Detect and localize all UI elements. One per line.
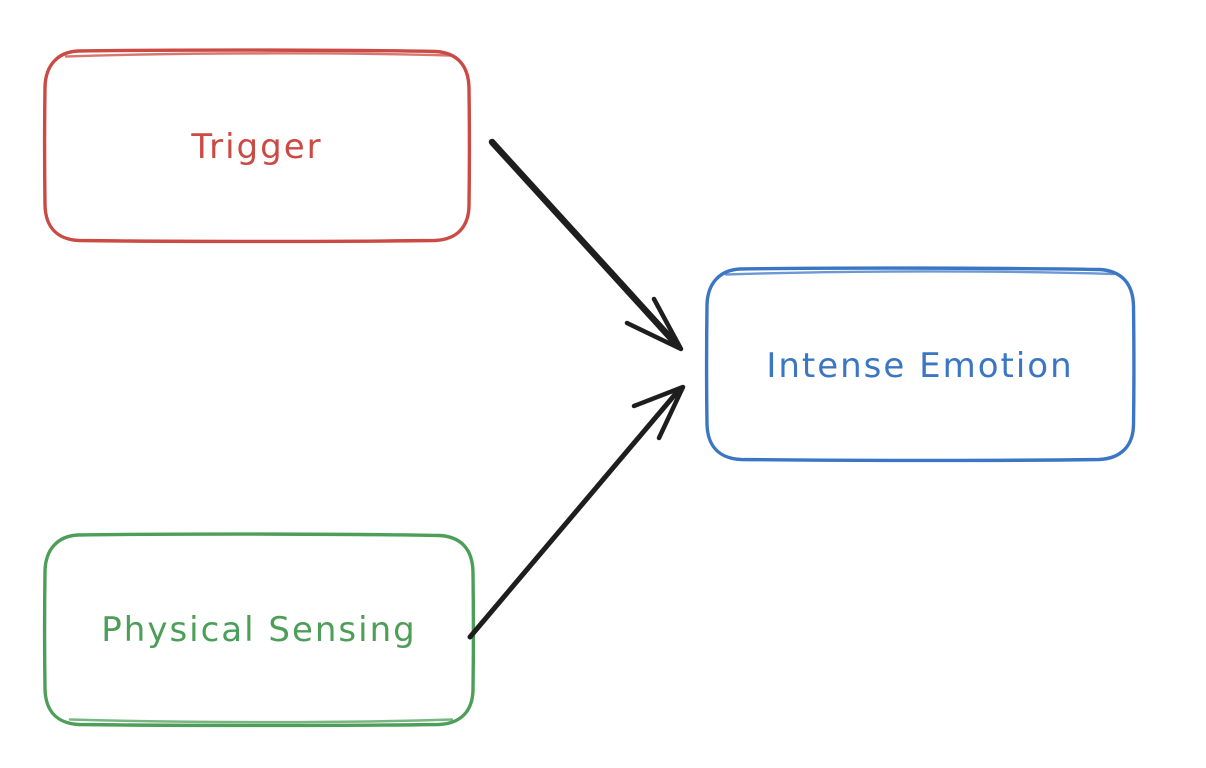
arrow-trigger-to-intense-emotion[interactable] xyxy=(488,138,684,352)
node-intense-emotion-label: Intense Emotion xyxy=(766,346,1073,386)
node-physical-sensing-border-sketch xyxy=(68,718,454,724)
arrow-physical-sensing-shaft xyxy=(467,388,681,640)
node-trigger-border xyxy=(42,48,472,244)
node-physical-sensing-label: Physical Sensing xyxy=(101,610,416,650)
arrow-physical-sensing-to-intense-emotion[interactable] xyxy=(467,384,686,640)
arrow-physical-sensing-arrowhead-icon xyxy=(631,384,686,441)
arrow-trigger-arrowhead-icon xyxy=(624,296,684,352)
node-trigger[interactable]: Trigger xyxy=(42,48,472,244)
node-intense-emotion[interactable]: Intense Emotion xyxy=(704,266,1136,463)
node-intense-emotion-border-sketch xyxy=(724,270,1116,276)
node-physical-sensing-border xyxy=(42,532,476,728)
node-intense-emotion-border xyxy=(704,266,1136,463)
arrow-trigger-shaft xyxy=(488,138,681,349)
node-trigger-border-sketch xyxy=(64,52,452,58)
node-physical-sensing[interactable]: Physical Sensing xyxy=(42,532,476,728)
node-trigger-label: Trigger xyxy=(190,127,322,167)
